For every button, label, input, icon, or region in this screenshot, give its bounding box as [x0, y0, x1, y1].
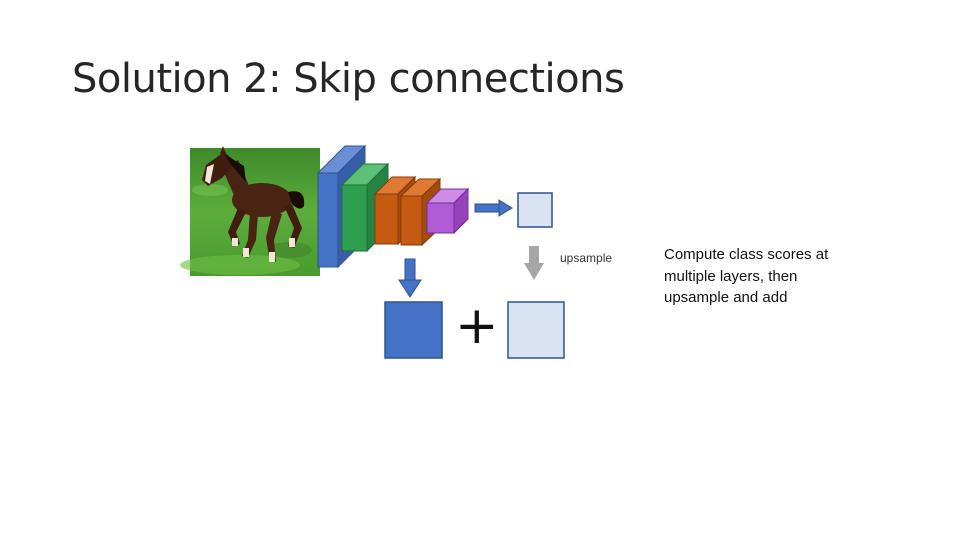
explanation-note: Compute class scores at multiple layers,…: [664, 246, 829, 306]
right-arrow-icon: [474, 199, 513, 217]
skip-score-map: [384, 301, 443, 359]
upsampled-score-map: [507, 301, 565, 359]
add-symbol: +: [455, 296, 499, 356]
slide-title: Solution 2: Skip connections: [72, 56, 625, 102]
input-horse-image: [180, 146, 320, 276]
upsample-arrow-icon: [524, 246, 544, 280]
coarse-score-map: [517, 192, 553, 228]
skip-down-arrow-icon: [398, 258, 422, 298]
upsample-label: upsample: [560, 251, 613, 265]
conv-layer-purple: [425, 187, 470, 235]
